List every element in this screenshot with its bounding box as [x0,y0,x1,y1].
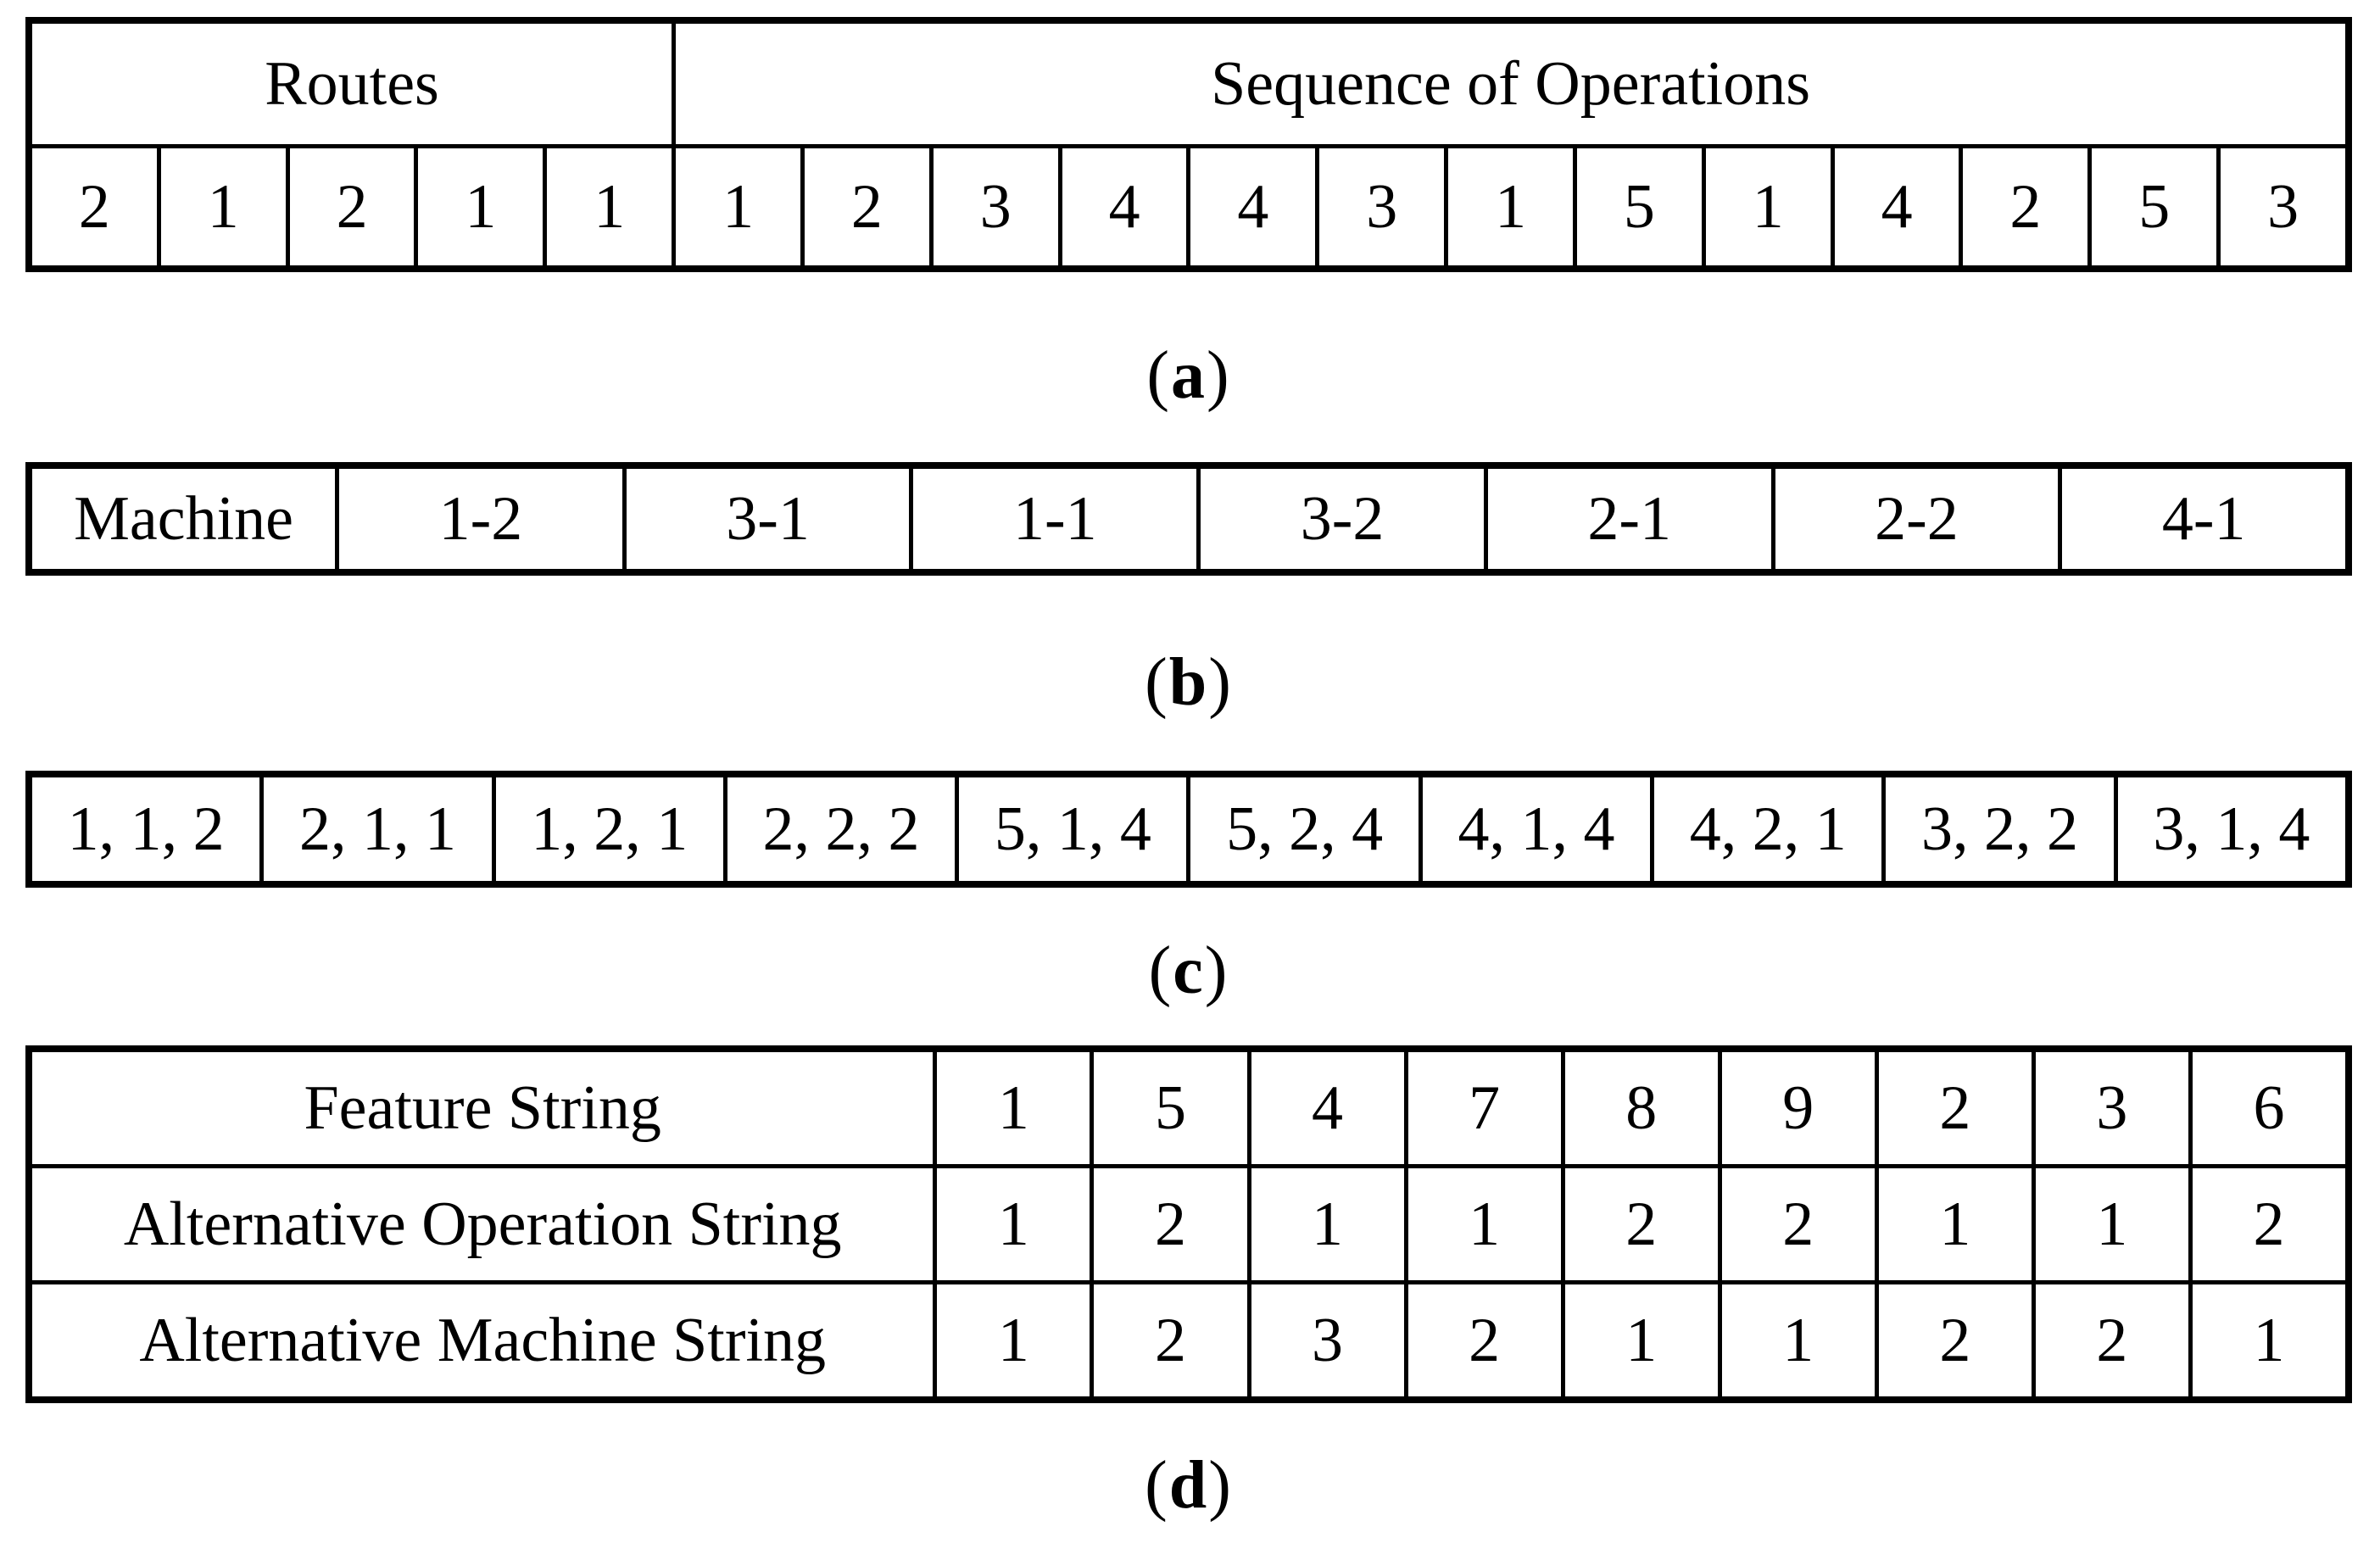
alt-operation-string-cell: 1 [937,1168,1090,1280]
caption-d: (d) [25,1451,2352,1519]
alt-machine-string-cell: 1 [937,1284,1090,1396]
caption-c: (c) [25,937,2352,1005]
machine-value-cell: 4-1 [2062,469,2345,569]
sequence-header: Sequence of Operations [676,24,2345,144]
caption-d-close-paren: ) [1208,1448,1233,1523]
route-value-cell: 2 [289,148,415,265]
sequence-value-cell: 1 [676,148,800,265]
sequence-value-cell: 4 [1190,148,1316,265]
caption-c-letter: c [1173,933,1205,1008]
alt-operation-string-cell: 2 [1721,1168,1875,1280]
feature-string-cell: 8 [1564,1052,1718,1164]
sequence-value-cell: 4 [1834,148,1959,265]
caption-c-open-paren: ( [1148,933,1173,1008]
alt-operation-string-cell: 1 [1251,1168,1404,1280]
caption-b-letter: b [1168,645,1209,720]
triplet-value-cell: 2, 1, 1 [264,777,492,881]
sequence-value-cell: 3 [2221,148,2345,265]
sequence-value-cell: 3 [933,148,1058,265]
sequence-value-cell: 1 [1448,148,1573,265]
caption-b: (b) [25,649,2352,716]
sequence-value-cell: 5 [2092,148,2217,265]
caption-a-close-paren: ) [1207,338,1231,413]
alt-operation-string-cell: 2 [1094,1168,1247,1280]
caption-d-letter: d [1168,1448,1209,1523]
triplet-value-cell: 4, 2, 1 [1654,777,1882,881]
alt-operation-string-cell: 1 [1407,1168,1561,1280]
feature-string-cell: 2 [1878,1052,2032,1164]
triplet-value-cell: 3, 1, 4 [2117,777,2345,881]
sequence-value-cell: 4 [1062,148,1187,265]
alt-operation-string-label: Alternative Operation String [32,1168,934,1280]
alt-machine-string-cell: 1 [1564,1284,1718,1396]
alt-machine-string-cell: 2 [2035,1284,2188,1396]
machine-value-cell: 1-1 [913,469,1197,569]
alt-operation-string-cell: 2 [1564,1168,1718,1280]
sequence-value-cell: 5 [1576,148,1702,265]
machine-value-cell: 1-2 [339,469,622,569]
sequence-value-cell: 2 [804,148,929,265]
triplet-value-cell: 1, 2, 1 [495,777,723,881]
machine-value-cell: 2-2 [1775,469,2059,569]
caption-a-open-paren: ( [1146,338,1171,413]
sequence-value-cell: 2 [1963,148,2088,265]
caption-b-open-paren: ( [1145,645,1169,720]
alt-machine-string-cell: 2 [1094,1284,1247,1396]
sequence-value-cell: 3 [1319,148,1445,265]
feature-string-cell: 1 [937,1052,1090,1164]
feature-string-cell: 4 [1251,1052,1404,1164]
feature-string-cell: 6 [2192,1052,2345,1164]
triplet-value-cell: 2, 2, 2 [727,777,956,881]
alt-operation-string-cell: 2 [2192,1168,2345,1280]
machine-value-cell: 3-2 [1201,469,1484,569]
alt-operation-string-cell: 1 [2035,1168,2188,1280]
sequence-value-cell: 1 [1705,148,1831,265]
feature-string-cell: 7 [1407,1052,1561,1164]
caption-a: (a) [25,342,2352,410]
alt-machine-string-cell: 2 [1878,1284,2032,1396]
alt-machine-string-cell: 3 [1251,1284,1404,1396]
route-value-cell: 2 [32,148,157,265]
triplet-value-cell: 3, 2, 2 [1886,777,2114,881]
alt-machine-string-label: Alternative Machine String [32,1284,934,1396]
caption-a-letter: a [1171,338,1207,413]
machine-value-cell: 3-1 [626,469,910,569]
alt-operation-string-cell: 1 [1878,1168,2032,1280]
route-value-cell: 1 [547,148,672,265]
machine-row-label: Machine [32,469,336,569]
feature-string-label: Feature String [32,1052,934,1164]
caption-c-close-paren: ) [1204,933,1229,1008]
machine-value-cell: 2-1 [1487,469,1771,569]
triplet-value-cell: 5, 2, 4 [1190,777,1419,881]
triplet-value-cell: 4, 1, 4 [1422,777,1651,881]
routes-header: Routes [32,24,672,144]
caption-d-open-paren: ( [1145,1448,1169,1523]
triplet-value-cell: 1, 1, 2 [32,777,260,881]
feature-string-cell: 3 [2035,1052,2188,1164]
caption-b-close-paren: ) [1208,645,1233,720]
feature-string-cell: 5 [1094,1052,1247,1164]
alt-machine-string-cell: 1 [2192,1284,2345,1396]
route-value-cell: 1 [160,148,286,265]
alt-machine-string-cell: 2 [1407,1284,1561,1396]
triplet-value-cell: 5, 1, 4 [959,777,1187,881]
feature-string-cell: 9 [1721,1052,1875,1164]
alt-machine-string-cell: 1 [1721,1284,1875,1396]
route-value-cell: 1 [418,148,543,265]
